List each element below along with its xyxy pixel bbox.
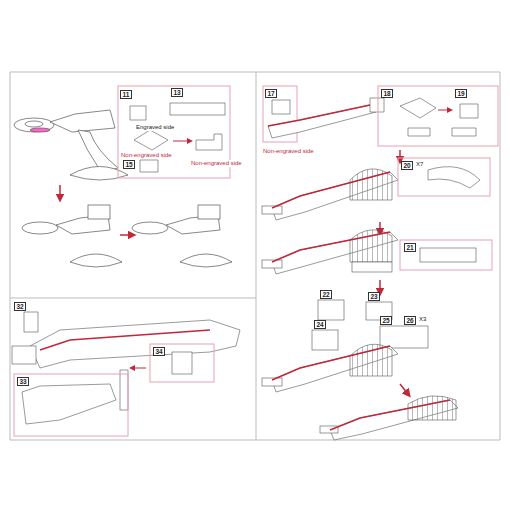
callout-number: 13 xyxy=(171,88,183,97)
callout-number: 24 xyxy=(314,320,326,329)
callout-number: 17 xyxy=(265,89,277,98)
side-note: Non-engraved side xyxy=(190,160,243,167)
callout-number: 21 xyxy=(404,243,416,252)
callout-number: 22 xyxy=(320,290,332,299)
side-note: Non-engraved side xyxy=(120,152,173,159)
callout-number: 11 xyxy=(120,90,132,99)
callout-number: 23 xyxy=(368,292,380,301)
callout-number: 15 xyxy=(123,160,135,169)
side-note: X3 xyxy=(418,316,427,323)
side-note: X7 xyxy=(415,161,424,168)
callout-number: 20 xyxy=(401,161,413,170)
side-note: Non-engraved side xyxy=(262,148,315,155)
callout-number: 34 xyxy=(153,347,165,356)
callout-number: 25 xyxy=(380,316,392,325)
callout-number: 33 xyxy=(17,377,29,386)
side-note: Engraved side xyxy=(135,124,175,131)
callout-number: 32 xyxy=(14,302,26,311)
callout-number: 26 xyxy=(404,316,416,325)
callout-number: 19 xyxy=(455,89,467,98)
callout-number: 18 xyxy=(381,89,393,98)
